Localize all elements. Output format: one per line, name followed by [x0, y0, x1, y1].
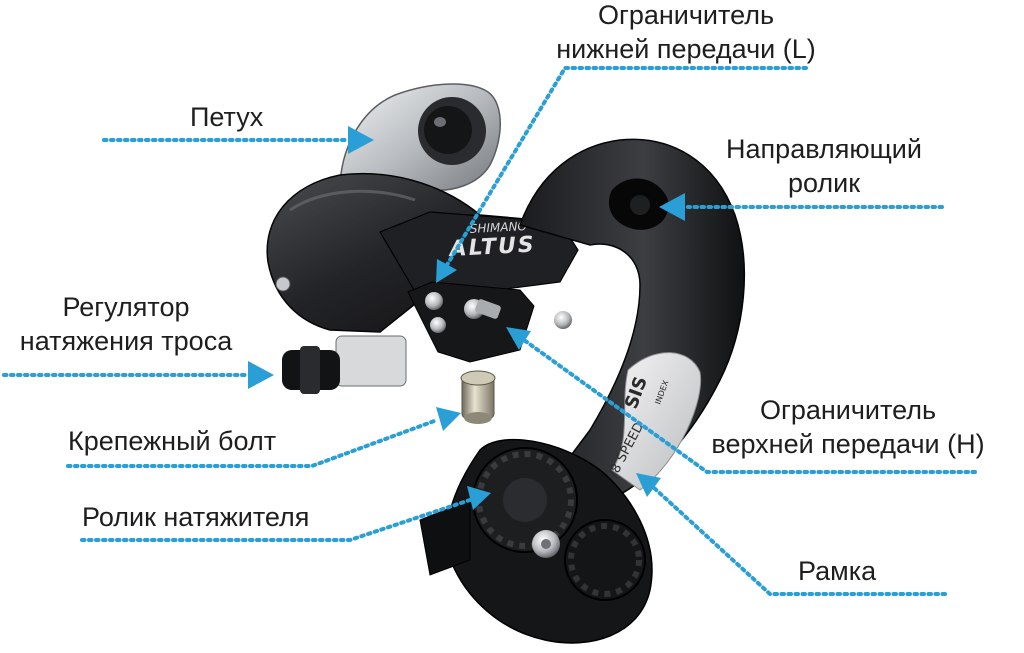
- tension-pulley-leader: [80, 498, 472, 542]
- rear-derailleur: SHIMANO ALTUS SIS INDEX 7/8 SP: [266, 83, 746, 644]
- leaders: [2, 66, 977, 596]
- low-limit-screw: [425, 292, 443, 310]
- tension-pulley-part: [472, 447, 578, 558]
- guide-pulley-label: Направляющий ролик: [696, 132, 952, 200]
- cage-leader: [651, 485, 947, 596]
- mount-bolt-arrow: [436, 407, 461, 431]
- mount-bolt-leader: [66, 418, 439, 468]
- high-limit-label-line2: верхней передачи (H): [711, 429, 985, 459]
- low-limit-label-line1: Ограничитель: [597, 0, 775, 30]
- mount-bolt-label-text: Крепежный болт: [68, 426, 277, 456]
- high-limit-leader: [522, 338, 977, 474]
- cable-adjuster-label-line2: натяжения троса: [19, 326, 233, 356]
- low-limit-arrow: [436, 259, 457, 283]
- high-limit-label: Ограничитель верхней передачи (H): [700, 393, 996, 461]
- tension-pulley-label: Ролик натяжителя: [82, 500, 309, 534]
- low-limit-label: Ограничитель нижней передачи (L): [536, 0, 836, 66]
- cable-adjuster-label-line1: Регулятор: [62, 292, 190, 322]
- guide-pulley-arrow: [659, 193, 685, 221]
- hanger-label: Петух: [190, 100, 263, 134]
- brand-marking: SHIMANO: [469, 219, 527, 236]
- sis-plate: [611, 352, 702, 491]
- cable-adjuster-arrow: [248, 361, 274, 389]
- low-limit-leader: [445, 66, 808, 267]
- cable-adjuster-label: Регулятор натяжения троса: [0, 290, 252, 358]
- mount-bolt-label: Крепежный болт: [68, 424, 276, 458]
- cable-adjuster-part: [275, 276, 407, 394]
- hanger-arrow: [348, 126, 374, 154]
- high-limit-arrow: [506, 327, 531, 350]
- cage-arrow: [636, 473, 661, 497]
- cage-label-text: Рамка: [798, 556, 877, 586]
- low-limit-label-line2: нижней передачи (L): [556, 34, 816, 64]
- cage-label: Рамка: [798, 554, 876, 588]
- guide-pulley-label-line2: ролик: [787, 168, 861, 198]
- model-marking: ALTUS: [447, 233, 536, 263]
- hanger-label-text: Петух: [190, 102, 264, 132]
- guide-pulley-label-line1: Направляющий: [726, 134, 922, 164]
- high-limit-label-line1: Ограничитель: [759, 395, 937, 425]
- limit-screw-plate: [407, 281, 535, 363]
- tension-pulley-arrow: [467, 486, 491, 510]
- mount-bolt-part: [460, 370, 496, 424]
- tension-pulley-label-text: Ролик натяжителя: [82, 502, 310, 532]
